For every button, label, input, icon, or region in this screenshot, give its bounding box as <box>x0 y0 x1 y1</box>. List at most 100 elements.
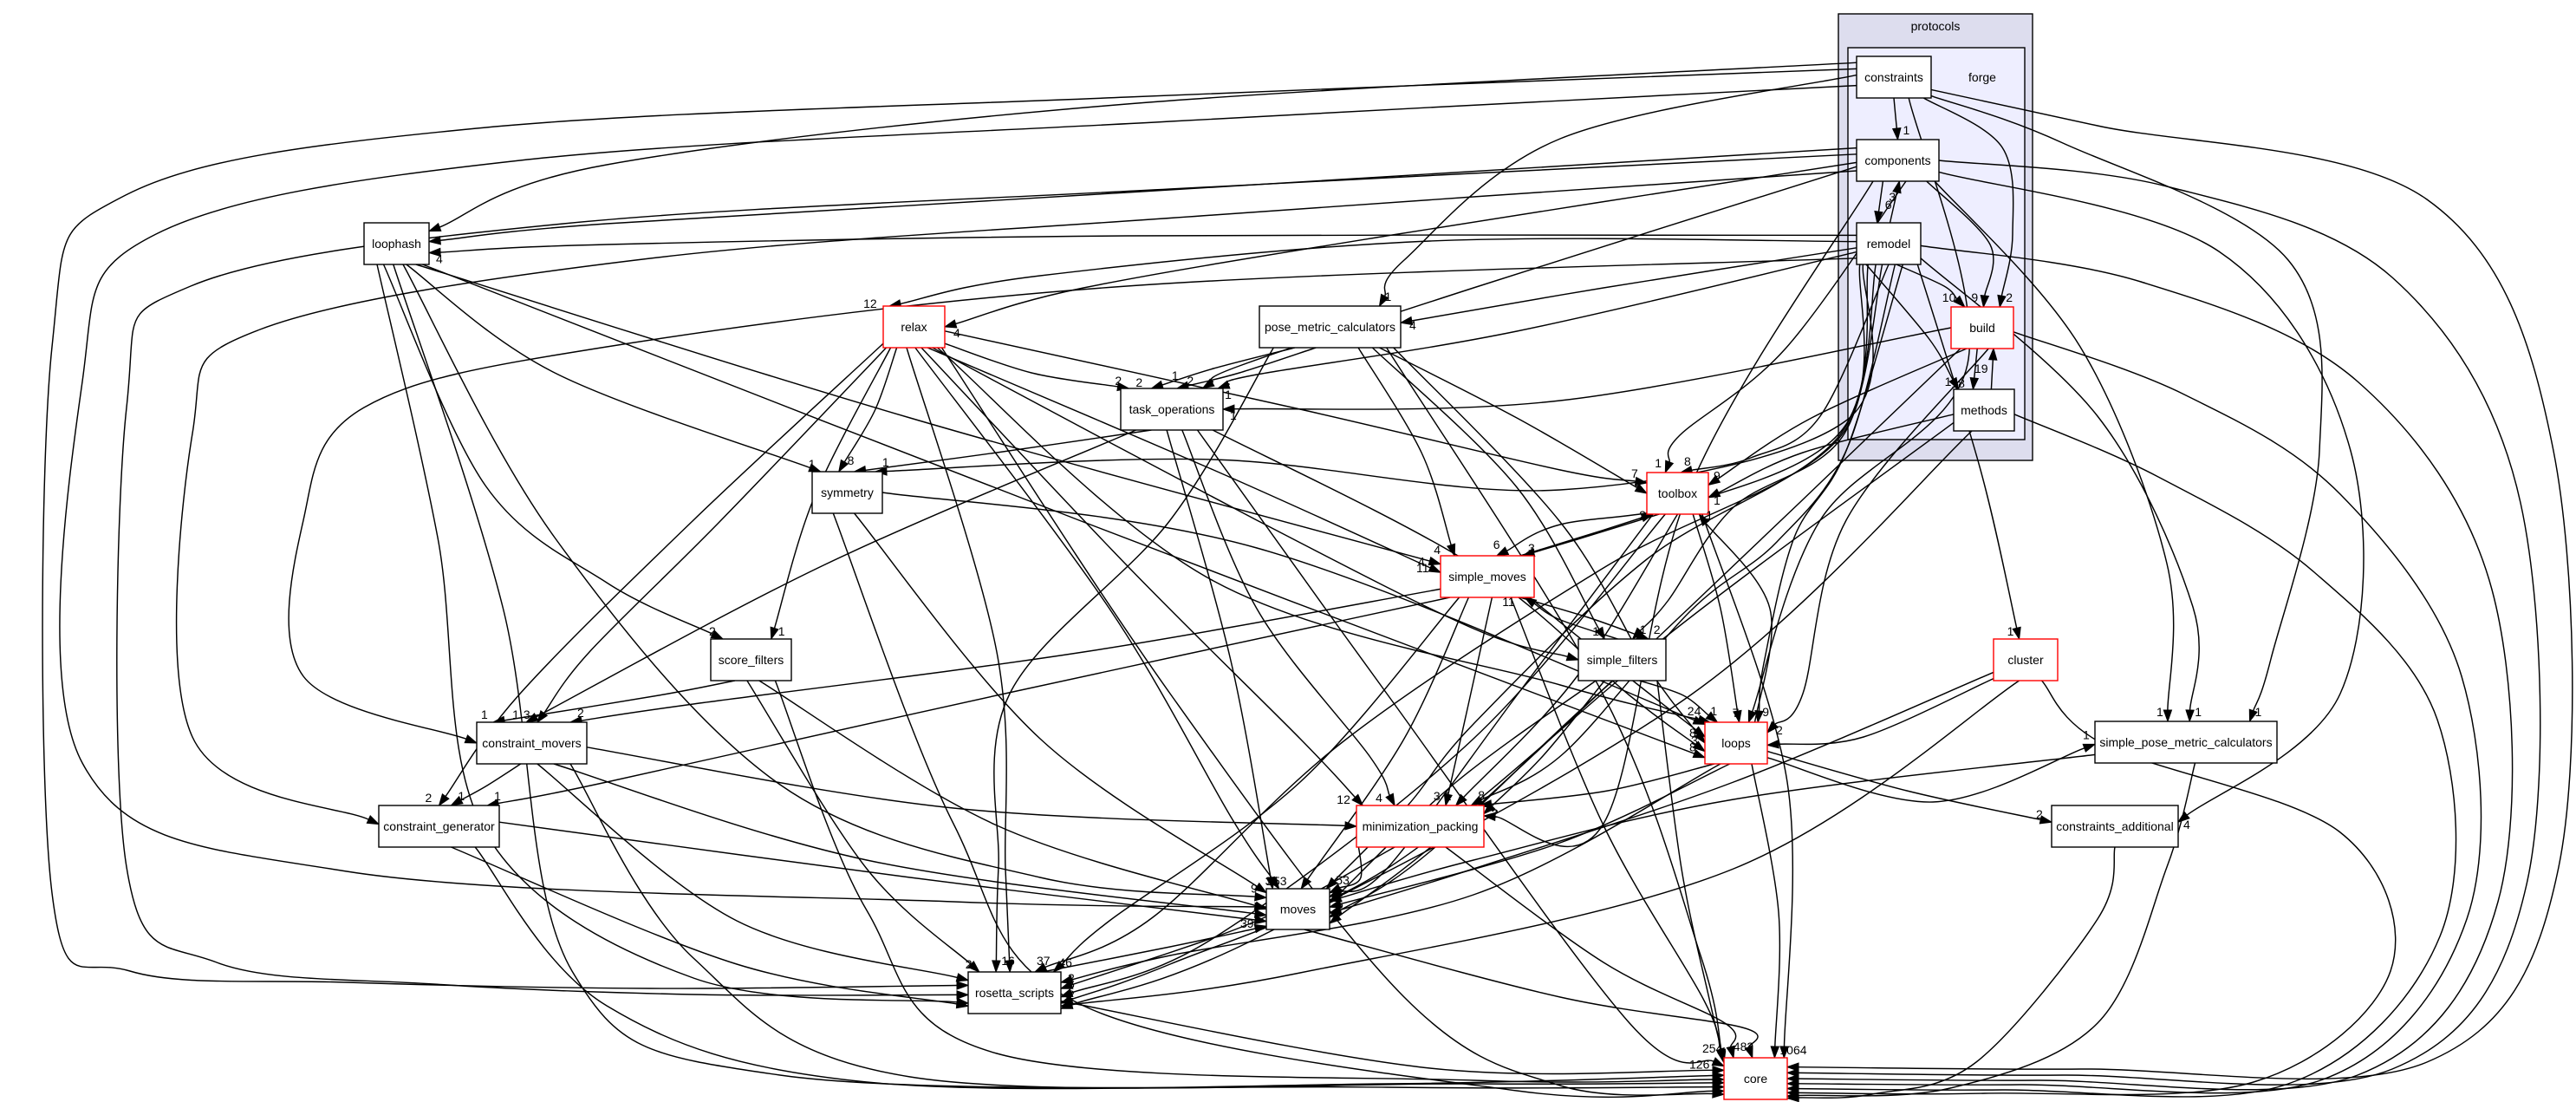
svg-text:9: 9 <box>1251 881 1258 895</box>
svg-text:37: 37 <box>1037 954 1051 968</box>
svg-text:4: 4 <box>2183 818 2190 831</box>
svg-text:1: 1 <box>1172 368 1179 382</box>
svg-text:4: 4 <box>953 326 960 340</box>
svg-text:minimization_packing: minimization_packing <box>1363 819 1479 833</box>
svg-text:2: 2 <box>1491 806 1498 820</box>
svg-text:toolbox: toolbox <box>1658 486 1697 500</box>
svg-text:3: 3 <box>1889 190 1896 204</box>
svg-text:1: 1 <box>1714 493 1721 507</box>
svg-text:core: core <box>1744 1072 1767 1086</box>
svg-text:1: 1 <box>2083 727 2090 741</box>
svg-text:1: 1 <box>494 789 501 803</box>
svg-text:forge: forge <box>1968 70 1996 84</box>
svg-text:score_filters: score_filters <box>719 653 784 667</box>
svg-text:1: 1 <box>1640 623 1647 636</box>
svg-text:2: 2 <box>1135 375 1142 389</box>
svg-text:2: 2 <box>1115 374 1122 388</box>
svg-text:1: 1 <box>1230 408 1237 422</box>
svg-text:rosetta_scripts: rosetta_scripts <box>975 986 1054 1000</box>
svg-text:simple_moves: simple_moves <box>1448 570 1525 584</box>
svg-text:simple_pose_metric_calculators: simple_pose_metric_calculators <box>2099 735 2272 749</box>
svg-text:constraint_movers: constraint_movers <box>482 736 581 750</box>
svg-text:10: 10 <box>1942 290 1956 304</box>
svg-text:cluster: cluster <box>2007 653 2044 667</box>
svg-text:components: components <box>1864 153 1930 167</box>
svg-text:3: 3 <box>1434 789 1441 803</box>
svg-text:2: 2 <box>2036 807 2043 821</box>
svg-text:moves: moves <box>1280 903 1316 916</box>
svg-text:39: 39 <box>1240 916 1254 930</box>
svg-text:8: 8 <box>1684 454 1691 468</box>
svg-text:2: 2 <box>2006 290 2013 304</box>
svg-text:6: 6 <box>1493 538 1500 551</box>
svg-text:5: 5 <box>1068 977 1075 991</box>
svg-text:2: 2 <box>1187 374 1194 388</box>
svg-text:1: 1 <box>2156 705 2163 719</box>
svg-text:2: 2 <box>1068 971 1075 985</box>
svg-text:8: 8 <box>848 453 855 467</box>
svg-text:6: 6 <box>1885 198 1892 212</box>
svg-text:1: 1 <box>1945 375 1952 388</box>
svg-text:7: 7 <box>1631 466 1638 480</box>
svg-text:simple_filters: simple_filters <box>1587 653 1658 667</box>
svg-text:46: 46 <box>1058 955 1072 969</box>
svg-text:1: 1 <box>882 455 889 469</box>
svg-text:4: 4 <box>436 252 443 266</box>
svg-text:11: 11 <box>1502 595 1515 609</box>
svg-text:1: 1 <box>512 707 519 721</box>
svg-text:2: 2 <box>426 791 433 805</box>
svg-text:symmetry: symmetry <box>821 486 874 499</box>
svg-text:constraints_additional: constraints_additional <box>2056 819 2173 833</box>
svg-text:2: 2 <box>1654 623 1661 636</box>
svg-text:2: 2 <box>1639 508 1646 522</box>
svg-text:8: 8 <box>1478 788 1485 802</box>
svg-text:3: 3 <box>524 707 530 721</box>
svg-text:constraints: constraints <box>1864 70 1923 84</box>
svg-text:1: 1 <box>1635 475 1642 489</box>
svg-text:8: 8 <box>1689 726 1696 740</box>
svg-text:9: 9 <box>1971 290 1978 304</box>
svg-text:2: 2 <box>1776 723 1783 737</box>
svg-text:2: 2 <box>577 706 584 720</box>
svg-text:8: 8 <box>1337 885 1343 899</box>
svg-text:1: 1 <box>1385 290 1392 303</box>
svg-text:2: 2 <box>709 624 716 638</box>
svg-text:1: 1 <box>1445 789 1452 803</box>
svg-text:4: 4 <box>1434 543 1441 557</box>
svg-text:4: 4 <box>1418 555 1425 569</box>
svg-text:1: 1 <box>1592 624 1599 638</box>
svg-text:build: build <box>1969 321 1995 335</box>
svg-text:8: 8 <box>1689 740 1696 754</box>
svg-text:relax: relax <box>901 320 927 334</box>
svg-text:loops: loops <box>1721 736 1750 750</box>
svg-text:1: 1 <box>2007 624 2014 638</box>
svg-text:3: 3 <box>1691 734 1698 747</box>
svg-text:18: 18 <box>1951 376 1965 390</box>
svg-text:methods: methods <box>1961 403 2007 417</box>
svg-text:9: 9 <box>1762 705 1769 719</box>
svg-text:protocols: protocols <box>1911 19 1961 33</box>
svg-text:1: 1 <box>458 789 465 803</box>
svg-text:12: 12 <box>863 297 877 310</box>
svg-text:2: 2 <box>966 957 973 971</box>
svg-text:126: 126 <box>1689 1057 1710 1071</box>
svg-text:task_operations: task_operations <box>1129 402 1215 416</box>
svg-text:1: 1 <box>1706 508 1713 522</box>
svg-text:4: 4 <box>1376 791 1382 805</box>
svg-text:483: 483 <box>1734 1040 1754 1053</box>
svg-text:constraint_generator: constraint_generator <box>383 819 495 833</box>
svg-text:24: 24 <box>1688 704 1701 718</box>
svg-text:253: 253 <box>1266 874 1287 888</box>
svg-text:1064: 1064 <box>1779 1043 1806 1057</box>
svg-text:9: 9 <box>1714 468 1721 482</box>
svg-text:1: 1 <box>1710 704 1717 718</box>
svg-text:1: 1 <box>1655 456 1662 470</box>
svg-text:3: 3 <box>1528 541 1535 555</box>
svg-text:7: 7 <box>1733 706 1740 720</box>
svg-text:remodel: remodel <box>1867 237 1911 251</box>
svg-text:pose_metric_calculators: pose_metric_calculators <box>1265 320 1395 334</box>
svg-text:1: 1 <box>809 457 816 471</box>
svg-text:53: 53 <box>1336 873 1350 887</box>
svg-text:1: 1 <box>2195 705 2202 719</box>
svg-text:1: 1 <box>1225 388 1232 401</box>
